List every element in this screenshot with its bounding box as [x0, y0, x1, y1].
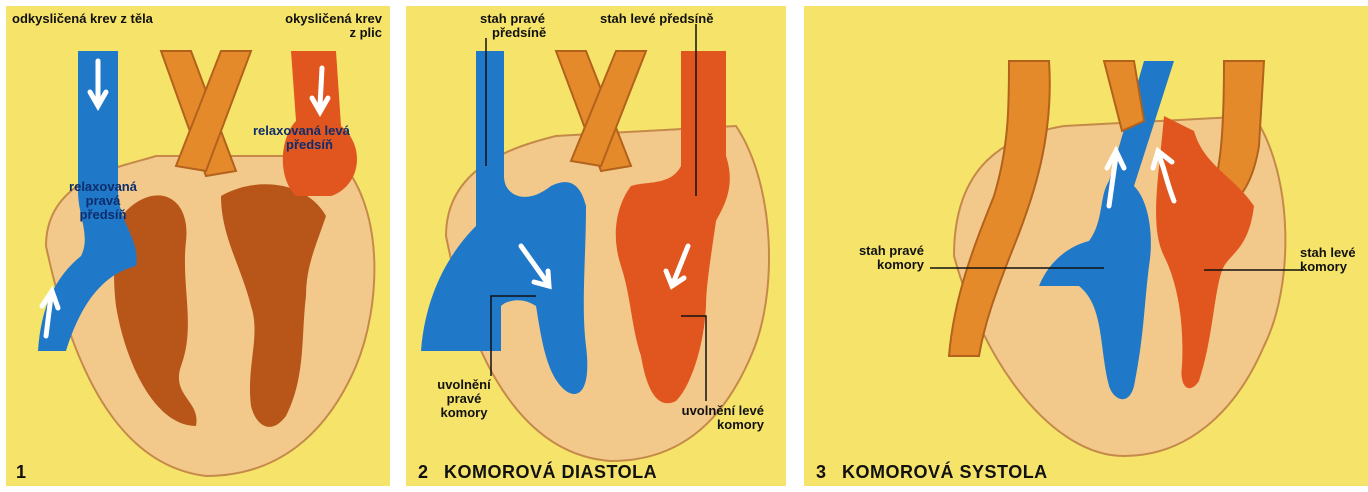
label-oxygenated-inflow-line1: okysličená krev — [285, 12, 382, 26]
label-right-ventricle-relax-line2: pravé — [424, 392, 504, 406]
label-oxygenated-inflow-line2: z plic — [349, 26, 382, 40]
label-deoxygenated-inflow: odkysličená krev z těla — [12, 12, 153, 26]
label-right-atrium-contraction-line1: stah pravé — [480, 12, 570, 26]
panel-1: odkysličená krev z těla okysličená krev … — [6, 6, 390, 486]
label-right-atrium-contraction-line2: předsíně — [492, 26, 546, 40]
label-left-ventricle-contraction-line1: stah levé — [1300, 246, 1356, 260]
panel-title-systole: KOMOROVÁ SYSTOLA — [842, 462, 1048, 482]
label-relaxed-left-atrium-line2: předsíň — [286, 138, 333, 152]
heart-diagram-relaxed — [6, 6, 390, 486]
label-left-ventricle-contraction-line2: komory — [1300, 260, 1347, 274]
panel-title-diastole: KOMOROVÁ DIASTOLA — [444, 462, 657, 482]
panel-2: stah pravé předsíně stah levé předsíně u… — [406, 6, 786, 486]
label-right-ventricle-relax-line3: komory — [424, 406, 504, 420]
label-right-ventricle-contraction-line2: komory — [832, 258, 924, 272]
label-relaxed-right-atrium-line2: pravá — [48, 194, 158, 208]
label-relaxed-right-atrium-line1: relaxovaná — [48, 180, 158, 194]
label-left-atrium-contraction: stah levé předsíně — [600, 12, 713, 26]
panel-number-3: 3 — [816, 462, 827, 482]
label-right-ventricle-contraction-line1: stah pravé — [832, 244, 924, 258]
panel-number-2: 2 — [418, 462, 429, 482]
panel-number-1: 1 — [16, 462, 27, 482]
aorta-vessel — [1104, 61, 1144, 131]
label-left-ventricle-relax-line1: uvolnění levé — [682, 404, 764, 418]
panel-3: stah pravé komory stah levé komory 3 KOM… — [804, 6, 1368, 486]
label-relaxed-right-atrium-line3: předsíň — [48, 208, 158, 222]
label-left-ventricle-relax-line2: komory — [717, 418, 764, 432]
label-right-ventricle-relax-line1: uvolnění — [424, 378, 504, 392]
label-relaxed-left-atrium-line1: relaxovaná levá — [253, 124, 350, 138]
